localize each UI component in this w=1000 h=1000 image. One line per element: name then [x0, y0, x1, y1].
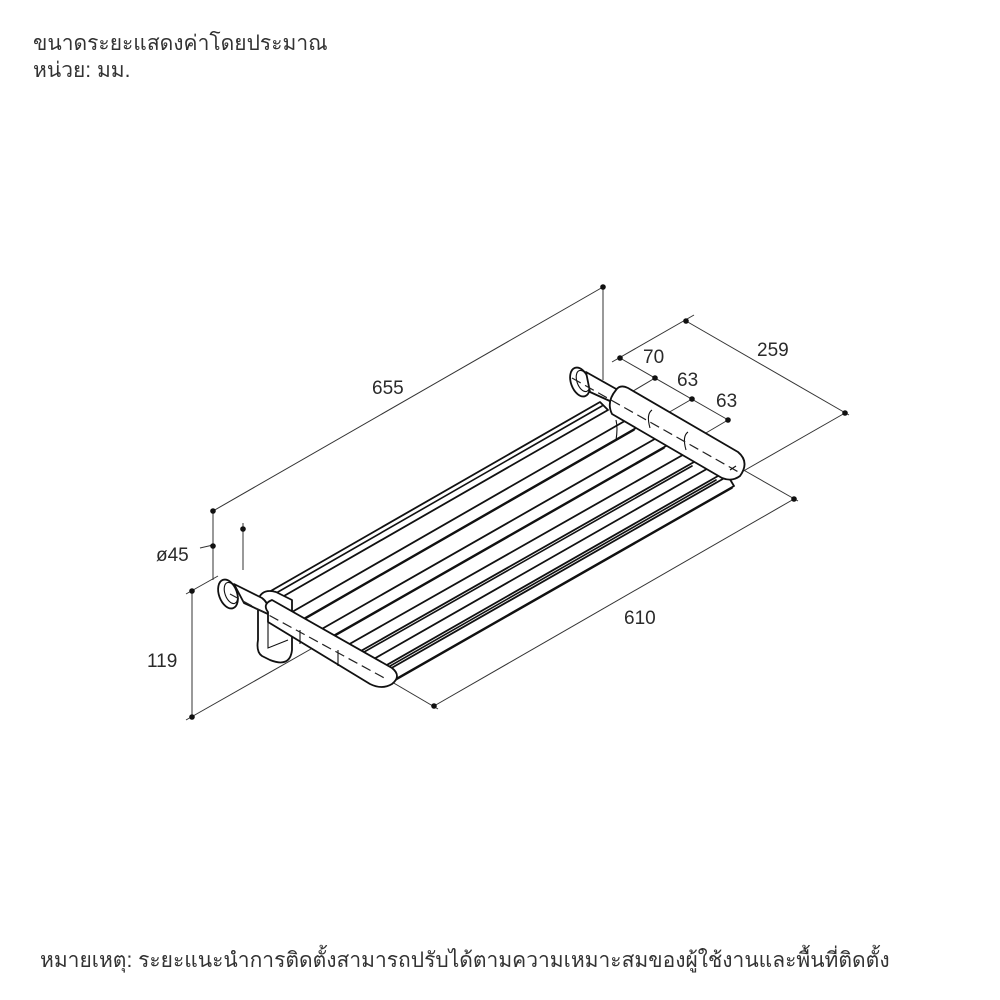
dim-label-610: 610	[624, 608, 656, 629]
dim-label-63-b: 63	[716, 391, 737, 412]
approx-dimensions-title: ขนาดระยะแสดงค่าโดยประมาณ	[33, 32, 328, 55]
dimension-119: 119	[147, 575, 319, 721]
dimension-spacings: 70 63 63	[617, 347, 737, 441]
dimension-610: 610	[379, 467, 799, 710]
dimension-259: 259	[611, 314, 850, 474]
towel-rack	[217, 366, 746, 688]
dim-label-diameter: ø45	[156, 545, 189, 566]
dim-label-119: 119	[147, 651, 177, 672]
header: ขนาดระยะแสดงค่าโดยประมาณ หน่วย: มม.	[33, 30, 328, 84]
dimension-655: 655	[210, 284, 606, 580]
dim-label-655: 655	[372, 378, 404, 399]
dimension-diameter-45: ø45	[156, 523, 246, 570]
dim-label-70: 70	[643, 347, 664, 368]
installation-note: หมายเหตุ: ระยะแนะนำการติดตั้งสามารถปรับไ…	[40, 949, 890, 972]
unit-label: หน่วย: มม.	[33, 59, 131, 82]
dim-label-259: 259	[757, 340, 789, 361]
dim-label-63-a: 63	[677, 370, 698, 391]
